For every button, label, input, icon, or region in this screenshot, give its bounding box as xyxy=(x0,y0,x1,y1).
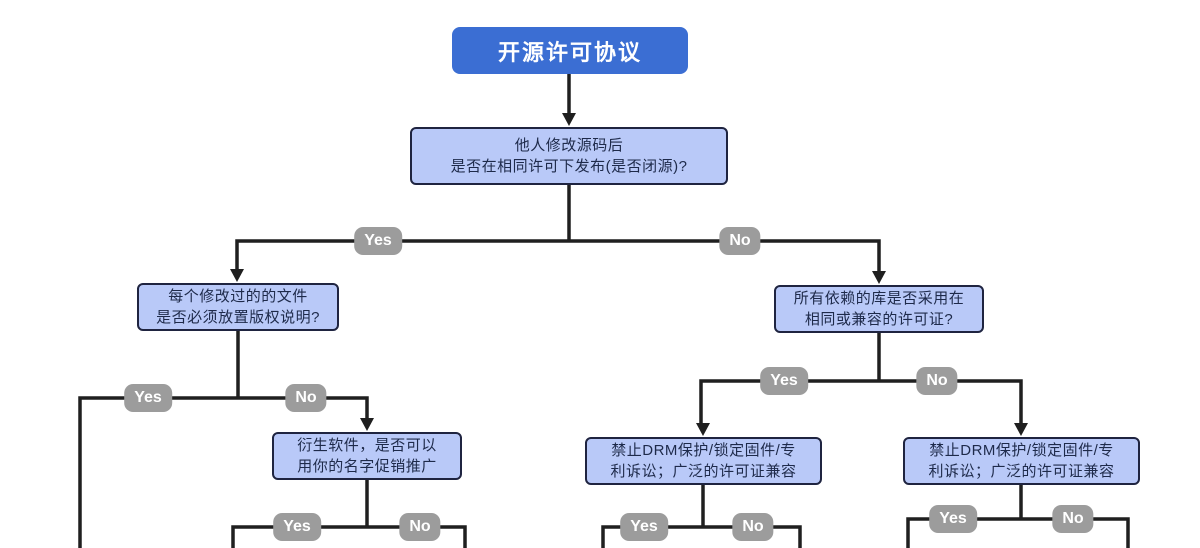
branch-label-yes: Yes xyxy=(354,227,402,255)
root-node-open-source-license: 开源许可协议 xyxy=(452,27,688,74)
branch-label-yes: Yes xyxy=(124,384,172,412)
node-text-line: 是否必须放置版权说明? xyxy=(156,309,320,326)
connector-q5-branch xyxy=(601,525,802,548)
node-text-line: 禁止DRM保护/锁定固件/专 xyxy=(611,442,796,459)
arrowhead-into-q1 xyxy=(562,113,576,126)
branch-label-no: No xyxy=(285,384,327,412)
node-copyright-notice-question: 每个修改过的的文件 是否必须放置版权说明? xyxy=(137,283,339,331)
node-text-line: 禁止DRM保护/锁定固件/专 xyxy=(929,442,1114,459)
connector-q6-branch xyxy=(906,517,1130,548)
node-drm-restriction-left: 禁止DRM保护/锁定固件/专 利诉讼；广泛的许可证兼容 xyxy=(585,437,822,485)
arrowhead-into-q6 xyxy=(1014,423,1028,436)
branch-label-no: No xyxy=(916,367,958,395)
connector-q3-branch xyxy=(699,379,1023,425)
node-text-line: 是否在相同许可下发布(是否闭源)? xyxy=(450,158,688,175)
node-text-line: 相同或兼容的许可证? xyxy=(804,311,954,328)
node-text-line: 用你的名字促销推广 xyxy=(297,458,437,475)
arrowhead-into-q5 xyxy=(696,423,710,436)
node-text-line: 利诉讼；广泛的许可证兼容 xyxy=(610,463,797,480)
branch-label-no: No xyxy=(1052,505,1094,533)
node-deps-license-question: 所有依赖的库是否采用在 相同或兼容的许可证? xyxy=(774,285,984,333)
connector-q1-branch xyxy=(235,239,881,273)
node-text-line: 他人修改源码后 xyxy=(514,137,624,154)
node-text-line: 所有依赖的库是否采用在 xyxy=(793,290,965,307)
node-text-line: 衍生软件，是否可以 xyxy=(297,437,437,454)
branch-label-yes: Yes xyxy=(929,505,977,533)
branch-label-no: No xyxy=(732,513,774,541)
arrowhead-into-q4 xyxy=(360,418,374,431)
branch-label-yes: Yes xyxy=(620,513,668,541)
arrowhead-into-q2 xyxy=(230,269,244,282)
node-modify-release-question: 他人修改源码后 是否在相同许可下发布(是否闭源)? xyxy=(410,127,728,185)
arrowhead-into-q3 xyxy=(872,271,886,284)
branch-label-yes: Yes xyxy=(273,513,321,541)
branch-label-yes: Yes xyxy=(760,367,808,395)
node-text-line: 每个修改过的的文件 xyxy=(168,288,308,305)
node-text-line: 利诉讼；广泛的许可证兼容 xyxy=(928,463,1115,480)
connector-q2-branch xyxy=(78,396,369,548)
branch-label-no: No xyxy=(399,513,441,541)
branch-label-no: No xyxy=(719,227,761,255)
connector-q4-branch xyxy=(231,525,467,548)
node-drm-restriction-right: 禁止DRM保护/锁定固件/专 利诉讼；广泛的许可证兼容 xyxy=(903,437,1140,485)
node-name-promotion-question: 衍生软件，是否可以 用你的名字促销推广 xyxy=(272,432,462,480)
root-node-label: 开源许可协议 xyxy=(497,39,642,65)
